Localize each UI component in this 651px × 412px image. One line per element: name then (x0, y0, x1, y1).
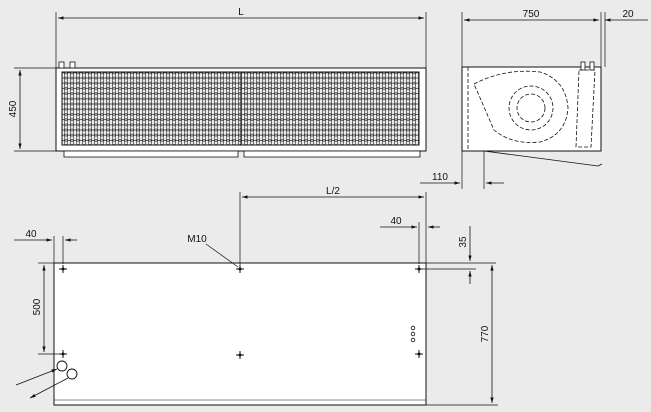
dimension-label-mount-offset-left: 40 (25, 229, 37, 240)
cable-glands (410, 325, 416, 343)
dimension-label-mount-offset-right: 40 (390, 216, 402, 227)
front-view-bracket (63, 150, 239, 158)
front-view-connector (58, 61, 65, 69)
dimension-label-half-length: L/2 (326, 186, 340, 197)
side-view: 750 20 110 (420, 9, 648, 189)
fan-rotor (508, 85, 554, 131)
front-view-connector (69, 61, 76, 69)
front-view: L 450 (8, 7, 427, 158)
dimension-label-height: 450 (8, 100, 19, 117)
pipe-connection (56, 360, 68, 372)
heat-exchanger (575, 69, 596, 148)
fan-housing (473, 70, 569, 143)
dimension-label-depth: 750 (523, 9, 540, 20)
dimension-label-length: L (238, 7, 244, 18)
front-view-bracket (243, 150, 421, 158)
dimension-label-flange: 20 (622, 9, 634, 20)
air-deflector (483, 150, 599, 167)
dimension-label-outlet-offset: 110 (432, 172, 448, 183)
plan-view: L/2 40 40 35 M10 500 770 (14, 186, 498, 406)
callout-leader-thread (205, 243, 239, 268)
dimension-label-total-depth: 770 (480, 325, 491, 342)
callout-label-thread: M10 (187, 234, 207, 245)
plan-view-body (53, 262, 427, 406)
dimension-label-mount-offset-top: 35 (458, 236, 469, 248)
pipe-connection (66, 368, 78, 380)
dimension-label-mount-spacing: 500 (32, 298, 43, 315)
